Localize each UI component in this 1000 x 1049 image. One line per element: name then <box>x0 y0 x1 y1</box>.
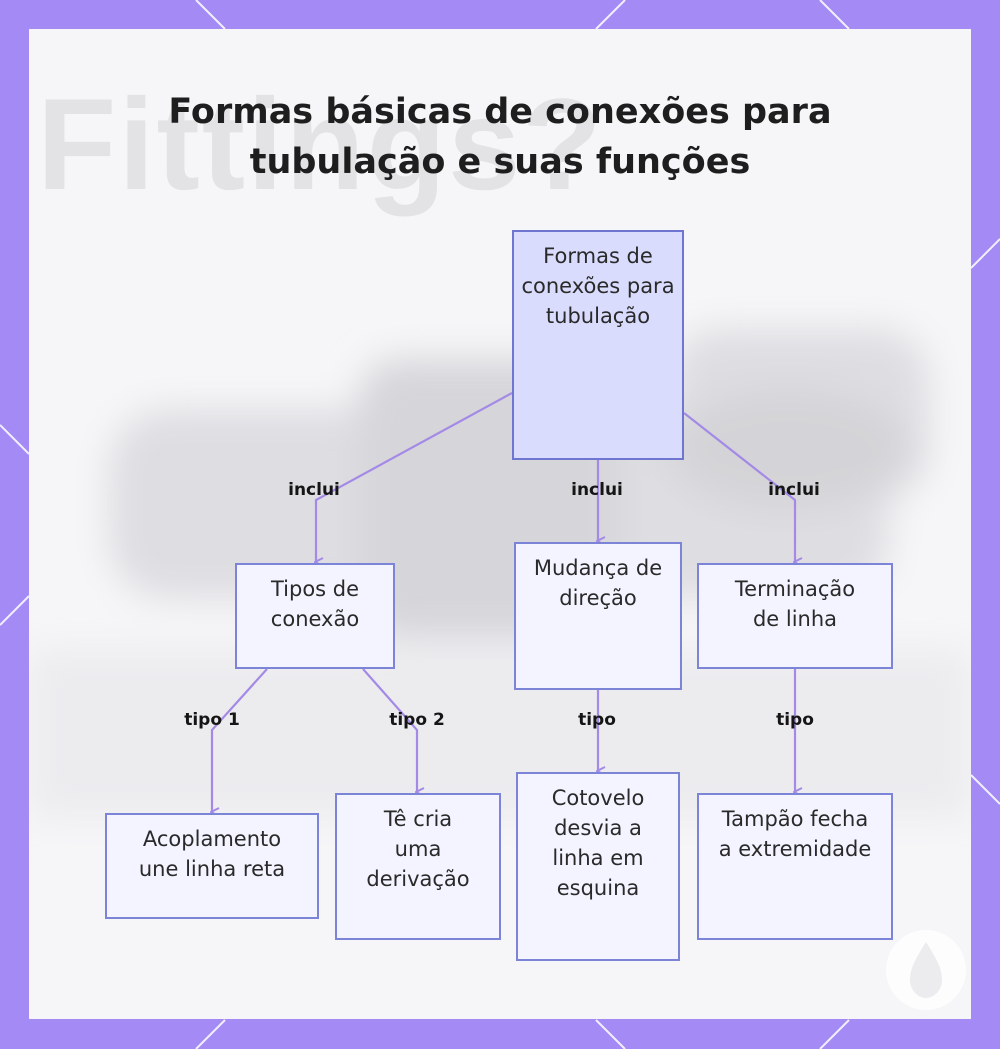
node-acoplamento: Acoplamento une linha reta <box>105 813 319 919</box>
node-te: Tê cria uma derivação <box>335 793 501 940</box>
title-line-2: tubulação e suas funções <box>249 142 751 182</box>
node-terminacao-de-linha: Terminação de linha <box>697 563 893 669</box>
edge-root-tipos <box>316 392 513 562</box>
diagram-title: Formas básicas de conexões para tubulaçã… <box>29 87 971 187</box>
node-root: Formas de conexões para tubulação <box>512 230 684 460</box>
node-cotovelo: Cotovelo desvia a linha em esquina <box>516 772 680 961</box>
node-tipos-de-conexao: Tipos de conexão <box>235 563 395 669</box>
node-tampao: Tampão fecha a extremidade <box>697 793 893 940</box>
node-mudanca-de-direcao: Mudança de direção <box>514 542 682 690</box>
edge-root-terminacao <box>683 412 795 562</box>
edge-label-terminacao-tampao: tipo <box>776 710 814 730</box>
blurred-background-photo <box>29 329 971 819</box>
drop-watermark-icon <box>886 930 966 1010</box>
edge-label-root-terminacao: inclui <box>768 480 820 500</box>
edge-tipos-te <box>362 668 417 792</box>
edge-tipos-acoplamento <box>212 668 268 812</box>
edge-label-root-mudanca: inclui <box>571 480 623 500</box>
faded-background-word: Fittings? <box>37 71 604 217</box>
edge-label-tipos-acoplamento: tipo 1 <box>184 710 240 730</box>
title-line-1: Formas básicas de conexões para <box>168 92 832 132</box>
edge-label-mudanca-cotovelo: tipo <box>578 710 616 730</box>
edge-label-root-tipos: inclui <box>288 480 340 500</box>
edge-label-tipos-te: tipo 2 <box>389 710 445 730</box>
